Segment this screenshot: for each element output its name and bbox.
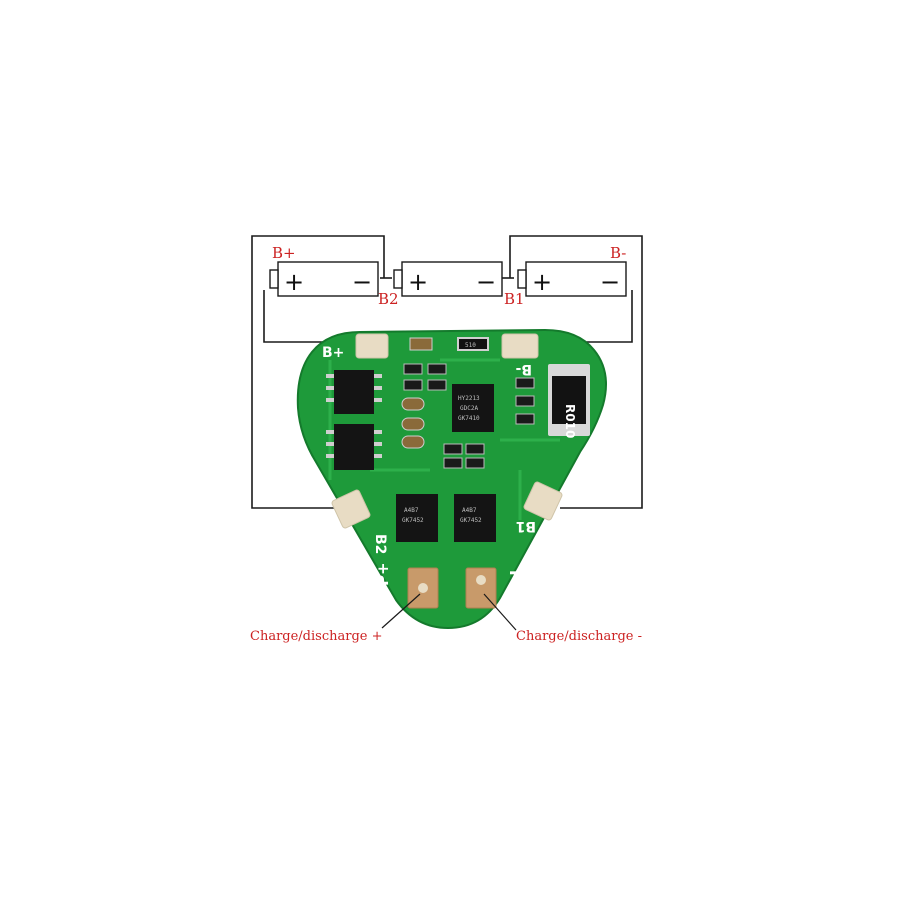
mosfet-2-pin	[374, 442, 382, 446]
protection-ic: HY2213 GDC2A GK7410	[452, 384, 494, 432]
silk-b2: B2	[372, 534, 388, 554]
mosfet-2-body	[334, 424, 374, 470]
pad-p-minus-hole	[476, 575, 486, 585]
cell-2-cap	[393, 269, 403, 289]
silk-b-minus: B-	[515, 361, 532, 377]
mosfet-chip-1	[326, 370, 382, 414]
mosfet-1-pin	[326, 386, 334, 390]
mosfet-chip-4: A4B7 GK7452	[454, 494, 496, 542]
mosfet-4-body	[454, 494, 496, 542]
label-b-plus: B+	[272, 244, 296, 262]
pad-b-plus	[355, 333, 389, 359]
pointer-charge-plus	[381, 593, 421, 629]
battery-cell-1: + −	[269, 261, 379, 297]
mosfet-2-pin	[374, 430, 382, 434]
label-b1: B1	[504, 290, 525, 308]
mosfet-1-pin	[374, 374, 382, 378]
ic-marking-1: HY2213	[458, 395, 480, 402]
battery-cell-3: + −	[517, 261, 627, 297]
mosfet-2-pin	[326, 430, 334, 434]
mosfet-2-pin	[326, 442, 334, 446]
annotation-charge-minus: Charge/discharge -	[516, 629, 642, 644]
pad-b1	[523, 481, 563, 521]
resistor	[403, 379, 423, 391]
cell-3-cap	[517, 269, 527, 289]
shunt-resistor-marking: R010	[563, 404, 577, 438]
capacitor	[409, 337, 433, 351]
ic-marking-3: GK7410	[458, 415, 480, 422]
ic-body	[452, 384, 494, 432]
mosfet-chip-3: A4B7 GK7452	[396, 494, 438, 542]
small-resistor: 510	[457, 337, 489, 351]
wire-b-minus	[509, 235, 643, 509]
pointer-charge-minus	[483, 593, 517, 631]
resistor	[443, 457, 463, 469]
mosfet-1-pin	[326, 398, 334, 402]
mosfet-3-body	[396, 494, 438, 542]
mosfet-2-pin	[326, 454, 334, 458]
pad-p-minus	[465, 567, 497, 609]
pad-b2	[331, 489, 371, 529]
annotation-charge-plus: Charge/discharge +	[250, 629, 383, 644]
small-resistor-body	[457, 337, 489, 351]
cell-2-plus: +	[408, 268, 428, 296]
resistor	[443, 443, 463, 455]
cell-1-cap	[269, 269, 279, 289]
pad-p-plus-hole	[418, 583, 428, 593]
label-b-minus: B-	[610, 244, 626, 262]
cell-3-minus: −	[600, 268, 620, 296]
cell-1-body	[277, 261, 379, 297]
resistor	[427, 379, 447, 391]
mosfet-1-body	[334, 370, 374, 414]
mosfet-4-marking-top: A4B7	[462, 507, 477, 514]
mosfet-1-pin	[326, 374, 334, 378]
cell-1-plus: +	[284, 268, 304, 296]
shunt-resistor-body	[552, 376, 586, 424]
shunt-resistor: R010	[548, 364, 590, 438]
capacitor	[401, 417, 425, 431]
silk-b-plus: B+	[322, 345, 344, 361]
resistor	[403, 363, 423, 375]
pcb-board: B+ B- B2 B1 P+ P- A4B7 GK7452	[296, 328, 607, 630]
cell-3-body	[525, 261, 627, 297]
smd-components	[401, 337, 535, 469]
silk-b1: B1	[516, 518, 536, 534]
resistor	[465, 443, 485, 455]
silk-p-minus: P-	[506, 570, 524, 587]
mosfet-2-pin	[374, 454, 382, 458]
small-resistor-marking: 510	[465, 342, 476, 349]
mosfet-chip-2	[326, 424, 382, 470]
mosfet-4-marking-bottom: GK7452	[460, 517, 482, 524]
resistor	[515, 395, 535, 407]
pcb-traces	[328, 358, 560, 520]
resistor	[515, 377, 535, 389]
mosfet-1-pin	[374, 398, 382, 402]
battery-cell-2: + −	[393, 261, 503, 297]
mosfet-3-marking-bottom: GK7452	[402, 517, 424, 524]
resistor	[465, 457, 485, 469]
label-b2: B2	[378, 290, 399, 308]
mosfet-3-marking-top: A4B7	[404, 507, 419, 514]
mosfet-1-pin	[374, 386, 382, 390]
wire-b-plus	[251, 235, 385, 509]
cell-3-plus: +	[532, 268, 552, 296]
resistor	[515, 413, 535, 425]
cell-1-minus: −	[352, 268, 372, 296]
cell-2-minus: −	[476, 268, 496, 296]
resistor	[427, 363, 447, 375]
silk-p-plus: P+	[374, 562, 392, 586]
capacitor	[401, 397, 425, 411]
wiring	[251, 235, 643, 509]
ic-marking-2: GDC2A	[460, 405, 478, 412]
pad-b-minus	[501, 333, 539, 359]
capacitor	[401, 435, 425, 449]
